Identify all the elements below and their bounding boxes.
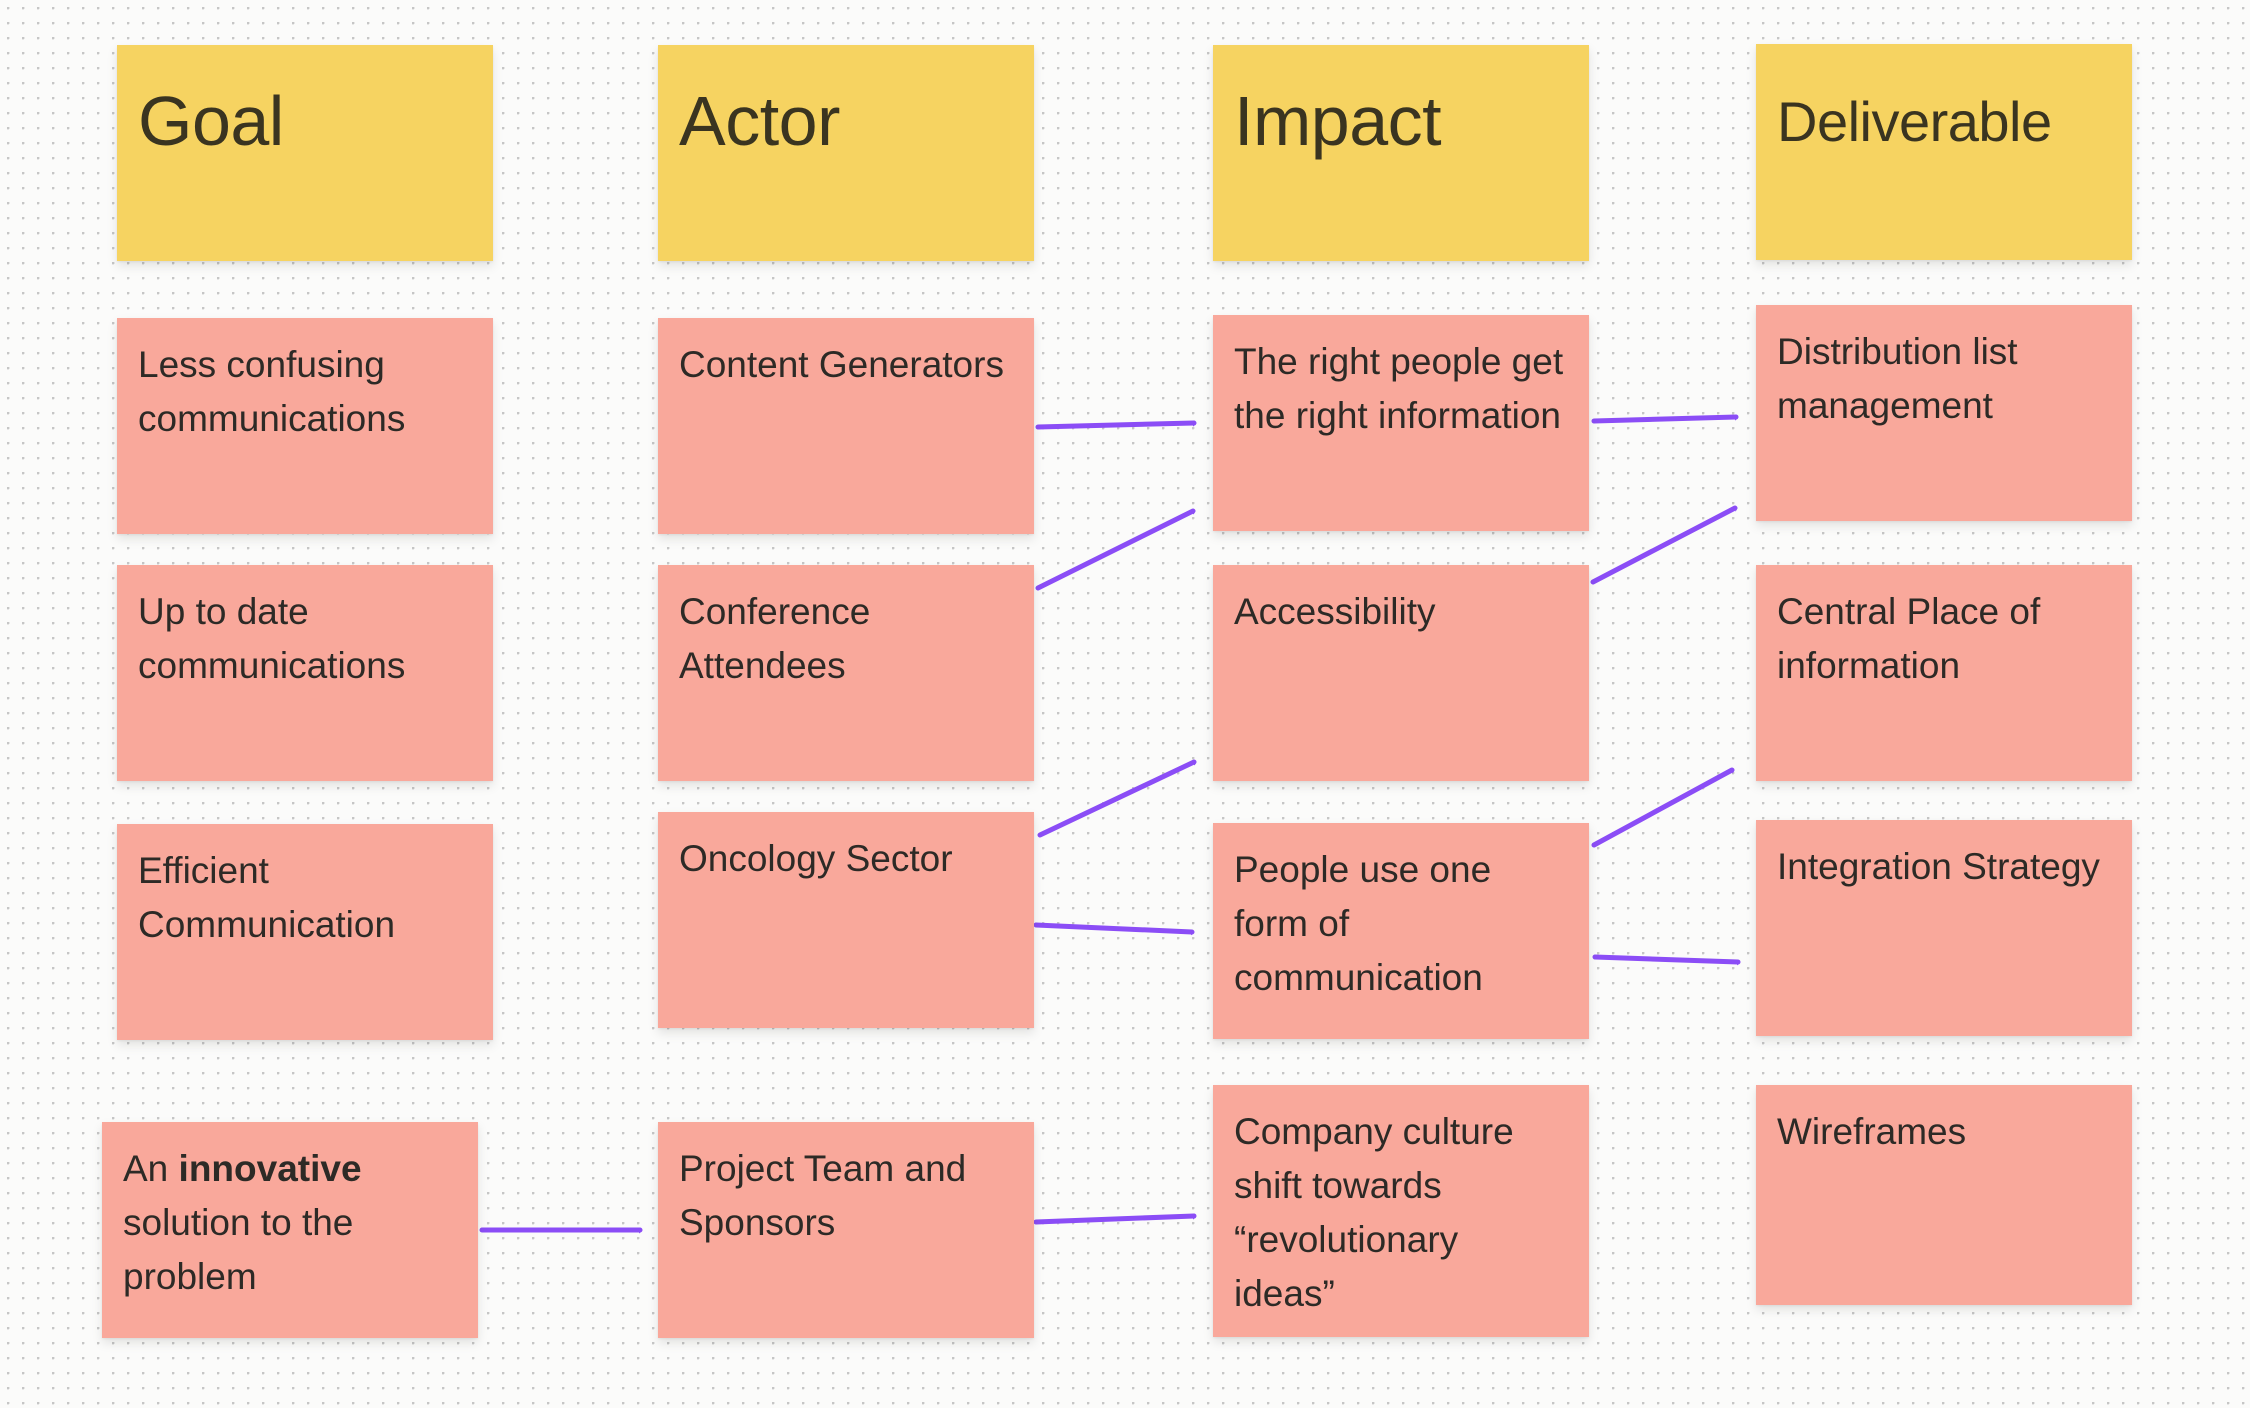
- sticky-note-text: Less confusing communications: [138, 344, 406, 439]
- column-header-impact[interactable]: Impact: [1213, 45, 1589, 261]
- sticky-note-deliverable-4[interactable]: Wireframes: [1756, 1085, 2132, 1305]
- sticky-note-text: Oncology Sector: [679, 838, 953, 879]
- connector-impact-2-to-deliverable-1[interactable]: [1590, 508, 1738, 585]
- connector-actor-4-to-impact-4[interactable]: [1033, 1213, 1197, 1222]
- sticky-note-text: Up to date communications: [138, 591, 406, 686]
- sticky-note-goal-1[interactable]: Less confusing communications: [117, 318, 493, 534]
- sticky-note-actor-3[interactable]: Oncology Sector: [658, 812, 1034, 1028]
- sticky-note-text: Integration Strategy: [1777, 846, 2100, 887]
- column-header-deliverable[interactable]: Deliverable: [1756, 44, 2132, 260]
- sticky-note-text: Distribution list management: [1777, 331, 2018, 426]
- column-header-goal[interactable]: Goal: [117, 45, 493, 261]
- sticky-note-text: Accessibility: [1234, 591, 1436, 632]
- connector-impact-3-to-deliverable-2[interactable]: [1591, 770, 1735, 848]
- sticky-note-text: Conference Attendees: [679, 591, 871, 686]
- column-header-actor[interactable]: Actor: [658, 45, 1034, 261]
- column-header-label: Impact: [1234, 82, 1442, 160]
- column-header-label: Goal: [138, 82, 284, 160]
- sticky-note-text: Efficient Communication: [138, 850, 396, 945]
- sticky-note-text: Wireframes: [1777, 1111, 1967, 1152]
- sticky-note-impact-3[interactable]: People use one form of communication: [1213, 823, 1589, 1039]
- connector-actor-3-to-impact-2[interactable]: [1037, 762, 1197, 838]
- sticky-note-goal-2[interactable]: Up to date communications: [117, 565, 493, 781]
- sticky-note-text: Company culture shift towards “revolutio…: [1234, 1111, 1514, 1314]
- connector-impact-1-to-deliverable-1[interactable]: [1591, 414, 1739, 421]
- column-header-label: Actor: [679, 82, 840, 160]
- connector-actor-3-to-impact-3[interactable]: [1033, 922, 1195, 932]
- sticky-note-text: The right people get the right informati…: [1234, 341, 1564, 436]
- sticky-note-deliverable-1[interactable]: Distribution list management: [1756, 305, 2132, 521]
- sticky-note-impact-4[interactable]: Company culture shift towards “revolutio…: [1213, 1085, 1589, 1337]
- sticky-note-deliverable-3[interactable]: Integration Strategy: [1756, 820, 2132, 1036]
- sticky-note-goal-3[interactable]: Efficient Communication: [117, 824, 493, 1040]
- sticky-note-actor-2[interactable]: Conference Attendees: [658, 565, 1034, 781]
- sticky-note-impact-1[interactable]: The right people get the right informati…: [1213, 315, 1589, 531]
- connector-actor-1-to-impact-1[interactable]: [1035, 420, 1197, 427]
- sticky-note-text: An innovative solution to the problem: [123, 1148, 362, 1297]
- sticky-note-actor-4[interactable]: Project Team and Sponsors: [658, 1122, 1034, 1338]
- connector-actor-2-to-impact-1[interactable]: [1035, 511, 1196, 591]
- sticky-note-impact-2[interactable]: Accessibility: [1213, 565, 1589, 781]
- sticky-note-deliverable-2[interactable]: Central Place of information: [1756, 565, 2132, 781]
- sticky-note-text: Project Team and Sponsors: [679, 1148, 967, 1243]
- sticky-note-actor-1[interactable]: Content Generators: [658, 318, 1034, 534]
- connector-impact-3-to-deliverable-3[interactable]: [1592, 954, 1741, 962]
- sticky-note-text: Content Generators: [679, 344, 1004, 385]
- sticky-note-goal-4[interactable]: An innovative solution to the problem: [102, 1122, 478, 1338]
- sticky-note-text: Central Place of information: [1777, 591, 2041, 686]
- column-header-label: Deliverable: [1777, 90, 2052, 153]
- sticky-note-text: People use one form of communication: [1234, 849, 1492, 998]
